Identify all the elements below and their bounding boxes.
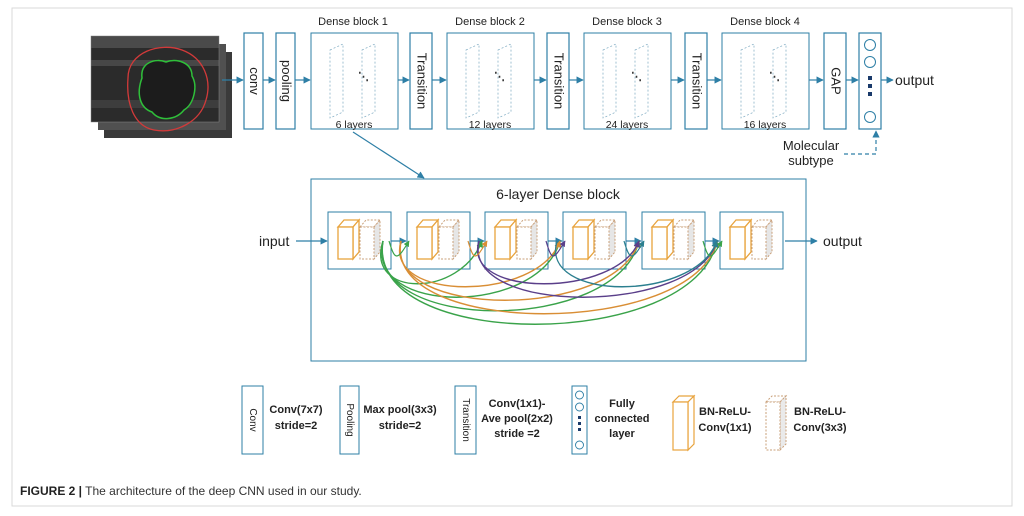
legend-bn1-text-1: BN-ReLU-	[699, 406, 751, 418]
legend: Conv Conv(7x7) stride=2 Pooling Max pool…	[241, 385, 847, 455]
legend-transition-icon	[454, 385, 477, 455]
tumor-inner-contour	[138, 59, 196, 120]
skip-connection-short-3	[545, 240, 566, 257]
svg-text:Pooling: Pooling	[344, 403, 355, 436]
svg-text:⋱: ⋱	[358, 71, 369, 83]
transition-label-1: Transition	[415, 53, 430, 110]
legend-fc-text-1: Fully	[609, 398, 636, 410]
skip-connection-1-to-6	[381, 240, 720, 325]
dense-block-3-box	[583, 32, 672, 130]
figure-caption: FIGURE 2 | The architecture of the deep …	[20, 484, 362, 498]
conv-box	[243, 32, 264, 130]
legend-bn-conv1x1-icon	[671, 394, 696, 452]
dense-block-detail-title: 6-layer Dense block	[496, 186, 621, 202]
skip-connection-short-5	[702, 240, 723, 257]
fc-layer-box	[858, 32, 882, 130]
dense-layer-2	[406, 211, 471, 270]
legend-conv-text-2: stride=2	[275, 420, 318, 432]
legend-conv-icon	[241, 385, 264, 455]
transition-box-2	[546, 32, 570, 130]
dense-layer-3	[484, 211, 549, 270]
dense-block-4-title: Dense block 4	[730, 16, 800, 28]
pooling-box	[275, 32, 296, 130]
legend-bn3-text-2: Conv(3x3)	[793, 422, 847, 434]
pooling-label: pooling	[279, 60, 294, 102]
legend-pool-text-2: stride=2	[379, 420, 422, 432]
dense-layer-6	[719, 211, 784, 270]
skip-connection-short-4	[623, 240, 645, 257]
dense-layer-4	[562, 211, 627, 270]
legend-fc-text-2: connected	[594, 413, 649, 425]
skip-connection-1-to-3	[380, 240, 483, 285]
transition-label-2: Transition	[552, 53, 567, 110]
dense-output-label: output	[823, 233, 862, 249]
legend-fc-icon	[571, 385, 588, 455]
skip-connection-short-1	[388, 240, 410, 257]
molecular-subtype-label-2: subtype	[788, 153, 834, 168]
dense-block-1-layers: 6 layers	[336, 119, 373, 131]
svg-text:⋱: ⋱	[769, 71, 780, 83]
skip-connection-2-to-5	[399, 240, 641, 301]
dense-block-1-box	[310, 32, 399, 130]
conv-label: conv	[247, 67, 262, 95]
transition-box-1	[409, 32, 433, 130]
legend-bn3-text-1: BN-ReLU-	[794, 406, 846, 418]
legend-fc-text-3: layer	[609, 428, 635, 440]
legend-trans-text-1: Conv(1x1)-	[489, 398, 546, 410]
tumor-outer-contour	[127, 46, 209, 132]
legend-bn-conv3x3-icon	[764, 394, 788, 452]
gap-label: GAP	[829, 67, 844, 94]
dense-block-4-layers: 16 layers	[744, 119, 787, 131]
dense-block-3-layers: 24 layers	[606, 119, 649, 131]
dense-layer-5	[641, 211, 706, 270]
caption-text: The architecture of the deep CNN used in…	[82, 484, 362, 498]
dense-block-detail: 6-layer Dense block input output	[259, 178, 862, 362]
caption-label: FIGURE 2 |	[20, 484, 83, 498]
svg-text:⋱: ⋱	[494, 71, 505, 83]
svg-text:Transition: Transition	[460, 398, 471, 442]
figure-border	[11, 7, 1013, 507]
legend-pool-icon	[339, 385, 360, 455]
molecular-subtype-label-1: Molecular	[783, 138, 840, 153]
skip-connection-2-to-6	[399, 240, 719, 315]
dense-block-detail-frame	[310, 178, 807, 362]
legend-trans-text-2: Ave pool(2x2)	[481, 413, 553, 425]
skip-connection-4-to-6	[554, 240, 719, 288]
dense-input-label: input	[259, 233, 289, 249]
legend-trans-text-3: stride =2	[494, 428, 540, 440]
legend-conv-text-1: Conv(7x7)	[269, 404, 323, 416]
skip-connection-3-to-6	[477, 240, 719, 298]
gap-box	[823, 32, 847, 130]
dense-block-3-title: Dense block 3	[592, 16, 662, 28]
dense-block-2-box	[446, 32, 535, 130]
ultrasound-image-stack	[90, 35, 232, 138]
legend-bn1-text-2: Conv(1x1)	[698, 422, 752, 434]
top-output-label: output	[895, 72, 934, 88]
transition-label-3: Transition	[690, 53, 705, 110]
skip-connection-short-2	[467, 240, 488, 257]
legend-pool-text-1: Max pool(3x3)	[363, 404, 437, 416]
top-pipeline: conv pooling Dense block 1 ⋱ 6 layers Tr…	[222, 16, 934, 179]
dense-block-1-title: Dense block 1	[318, 16, 388, 28]
dense-block-2-title: Dense block 2	[455, 16, 525, 28]
svg-text:⋱: ⋱	[631, 71, 642, 83]
dense-block-2-layers: 12 layers	[469, 119, 512, 131]
svg-text:Conv: Conv	[247, 408, 258, 431]
dense-block-4-box	[721, 32, 810, 130]
transition-box-3	[684, 32, 708, 130]
